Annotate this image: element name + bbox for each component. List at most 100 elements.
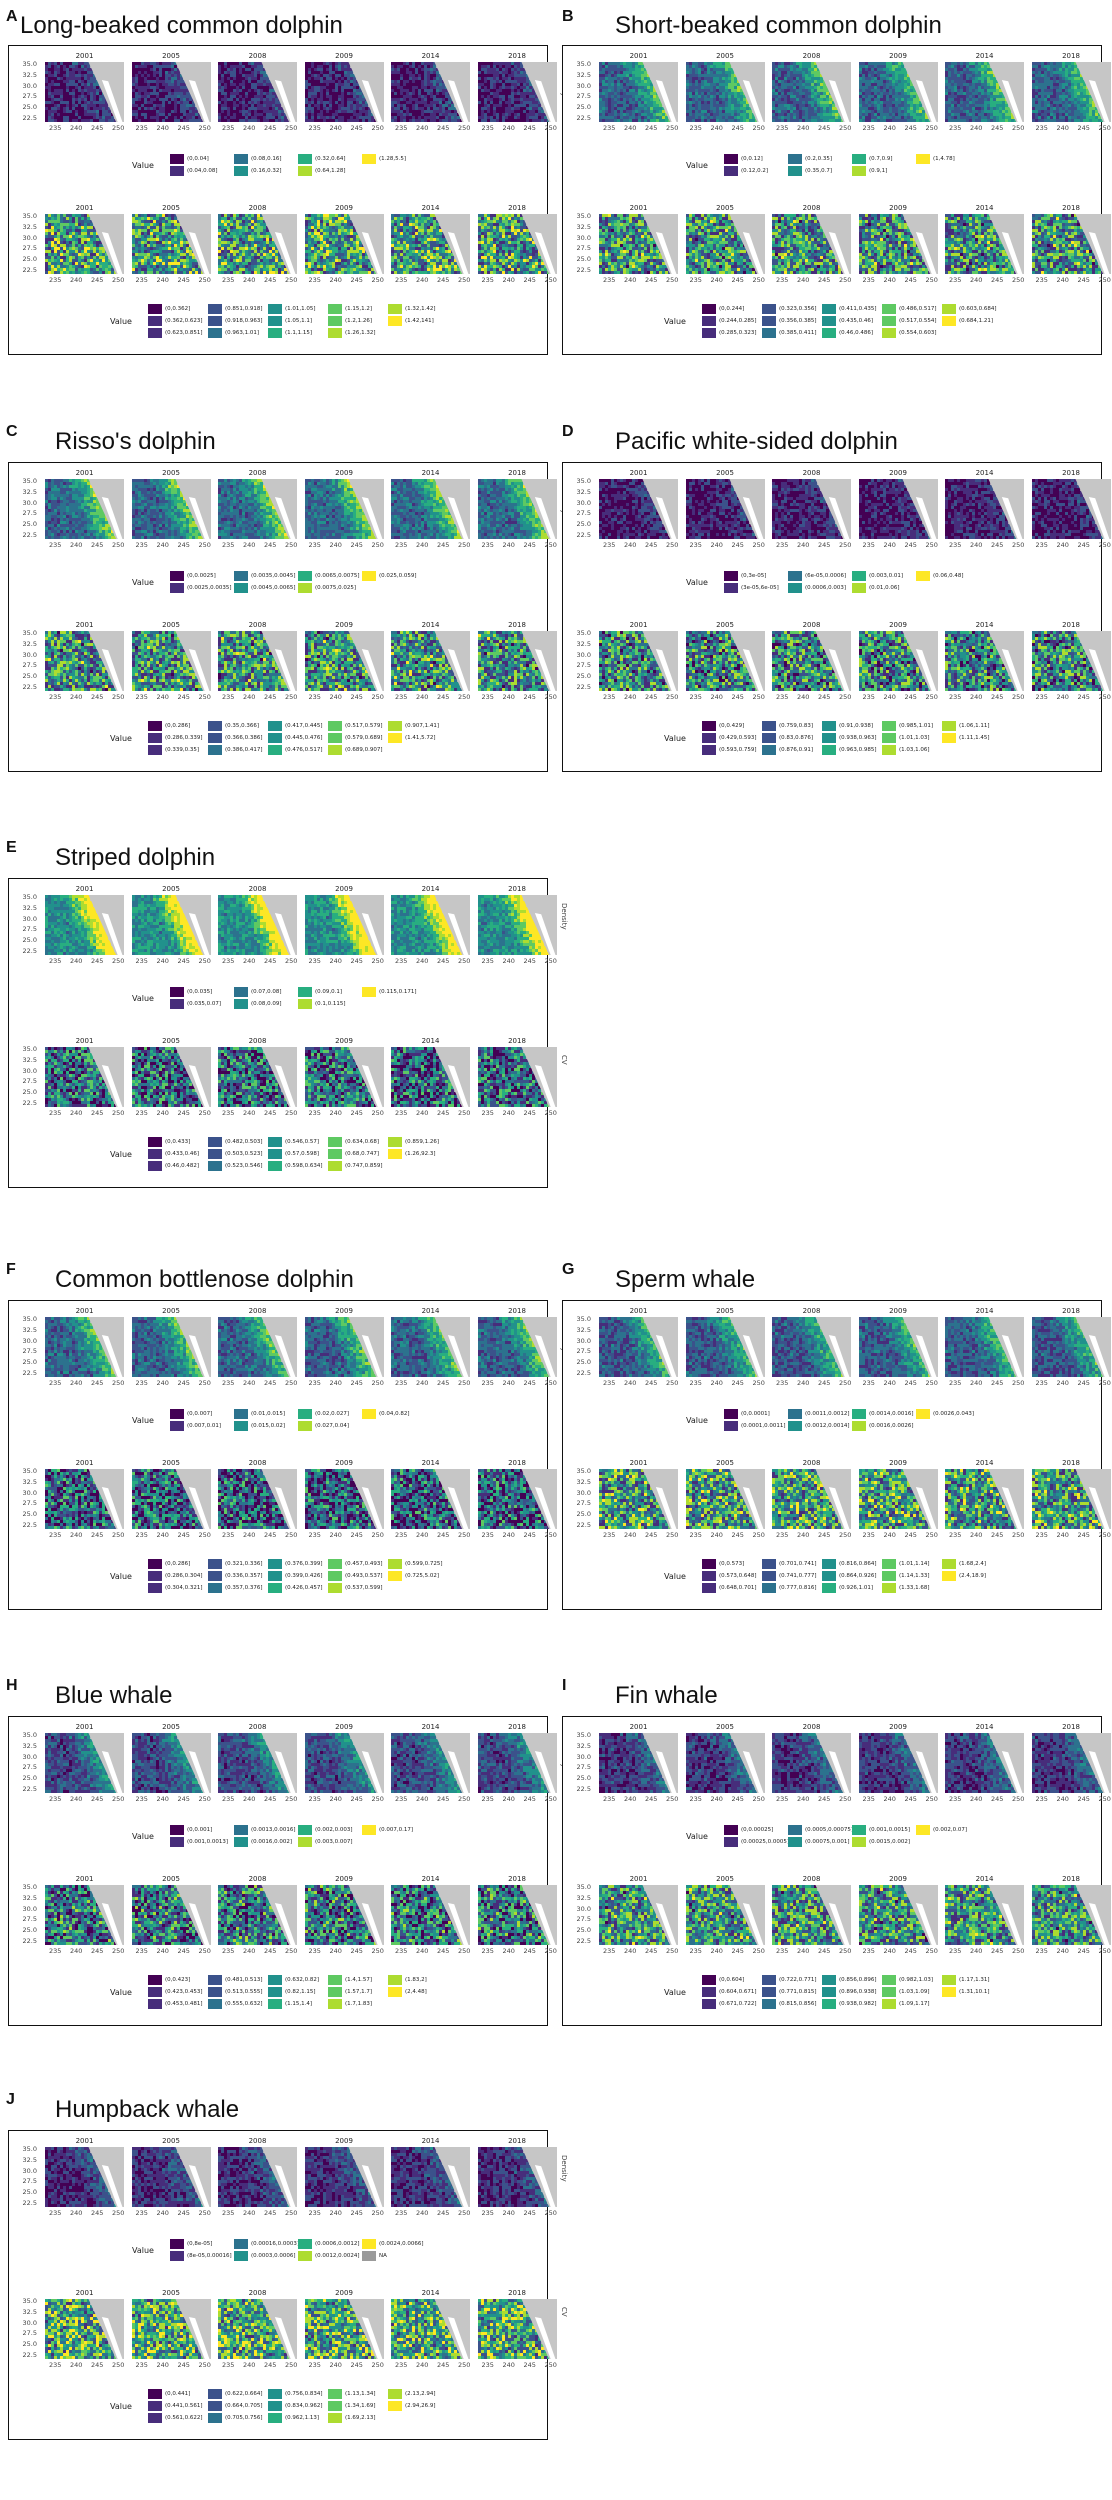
map-cell bbox=[334, 253, 338, 257]
map-cell bbox=[161, 107, 165, 111]
map-cell bbox=[614, 65, 618, 69]
map-cell bbox=[54, 86, 58, 90]
map-cell bbox=[611, 83, 615, 87]
map-cell bbox=[170, 229, 174, 233]
map-cell bbox=[406, 80, 410, 84]
map-cell bbox=[501, 104, 505, 108]
map-cell bbox=[96, 265, 100, 269]
map-cell bbox=[519, 83, 523, 87]
map-cell bbox=[310, 232, 314, 236]
map-cell bbox=[236, 214, 240, 218]
map-cell bbox=[516, 262, 520, 266]
map-cell bbox=[501, 83, 505, 87]
map-cell bbox=[173, 229, 177, 233]
map-cell bbox=[176, 92, 180, 96]
map-cell bbox=[69, 71, 73, 75]
map-cell bbox=[236, 256, 240, 260]
map-cell bbox=[412, 113, 416, 117]
map-cell bbox=[364, 113, 368, 117]
map-cell bbox=[400, 74, 404, 78]
map-cell bbox=[81, 110, 85, 114]
map-cell bbox=[415, 268, 419, 272]
map-cell bbox=[230, 262, 234, 266]
map-cell bbox=[78, 220, 82, 224]
map-cell bbox=[635, 80, 639, 84]
map-cell bbox=[504, 74, 508, 78]
map-cell bbox=[510, 241, 514, 245]
map-cell bbox=[251, 86, 255, 90]
map-cell bbox=[409, 265, 413, 269]
map-cell bbox=[266, 74, 270, 78]
map-cell bbox=[510, 92, 514, 96]
map-cell bbox=[137, 262, 141, 266]
map-cell bbox=[439, 229, 443, 233]
map-cell bbox=[254, 80, 258, 84]
map-cell bbox=[131, 65, 135, 69]
map-cell bbox=[349, 256, 353, 260]
map-cell bbox=[483, 92, 487, 96]
map-cell bbox=[507, 98, 511, 102]
map-cell bbox=[361, 95, 365, 99]
map-cell bbox=[322, 241, 326, 245]
map-cell bbox=[403, 92, 407, 96]
map-cell bbox=[400, 241, 404, 245]
map-cell bbox=[483, 244, 487, 248]
map-cell bbox=[409, 104, 413, 108]
map-cell bbox=[307, 271, 311, 274]
map-cell bbox=[391, 271, 395, 274]
map-cell bbox=[510, 220, 514, 224]
map-cell bbox=[436, 241, 440, 245]
map-cell bbox=[534, 265, 538, 269]
map-cell bbox=[131, 256, 135, 260]
map-cell bbox=[111, 271, 115, 274]
map-cell bbox=[93, 113, 97, 117]
map-frame bbox=[391, 62, 470, 122]
map-cell bbox=[102, 110, 106, 114]
map-cell bbox=[439, 265, 443, 269]
map-cell bbox=[230, 98, 234, 102]
map-cell bbox=[170, 119, 174, 122]
map-cell bbox=[418, 119, 422, 122]
map-cell bbox=[412, 71, 416, 75]
map-cell bbox=[477, 244, 481, 248]
x-tick-label: 235 bbox=[395, 276, 407, 284]
map-cell bbox=[158, 226, 162, 230]
map-cell bbox=[483, 262, 487, 266]
map-cell bbox=[131, 265, 135, 269]
legend-title: Value bbox=[110, 317, 132, 326]
map-cell bbox=[272, 110, 276, 114]
map-cell bbox=[421, 214, 425, 218]
map-cell bbox=[477, 110, 481, 114]
map-cell bbox=[90, 110, 94, 114]
year-label: 2008 bbox=[218, 52, 297, 60]
map-cell bbox=[84, 83, 88, 87]
map-cell bbox=[167, 235, 171, 239]
map-cell bbox=[504, 83, 508, 87]
map-cell bbox=[346, 217, 350, 221]
map-cell bbox=[251, 74, 255, 78]
map-cell bbox=[328, 107, 332, 111]
x-tick-label: 245 bbox=[437, 124, 449, 132]
map-cell bbox=[325, 71, 329, 75]
map-cell bbox=[254, 253, 258, 257]
map-cell bbox=[72, 83, 76, 87]
map-cell bbox=[143, 113, 147, 117]
map-cell bbox=[149, 223, 153, 227]
map-cell bbox=[170, 68, 174, 72]
map-cell bbox=[245, 62, 249, 66]
map-cell bbox=[93, 80, 97, 84]
map-cell bbox=[406, 101, 410, 105]
map-cell bbox=[451, 116, 455, 120]
map-cell bbox=[218, 250, 222, 254]
map-cell bbox=[140, 241, 144, 245]
map-cell bbox=[179, 101, 183, 105]
map-cell bbox=[310, 101, 314, 105]
map-cell bbox=[87, 223, 91, 227]
map-cell bbox=[495, 217, 499, 221]
map-cell bbox=[322, 74, 326, 78]
map-cell bbox=[424, 241, 428, 245]
map-cell bbox=[78, 262, 82, 266]
map-cell bbox=[105, 113, 109, 117]
map-cell bbox=[322, 268, 326, 272]
map-cell bbox=[415, 89, 419, 93]
